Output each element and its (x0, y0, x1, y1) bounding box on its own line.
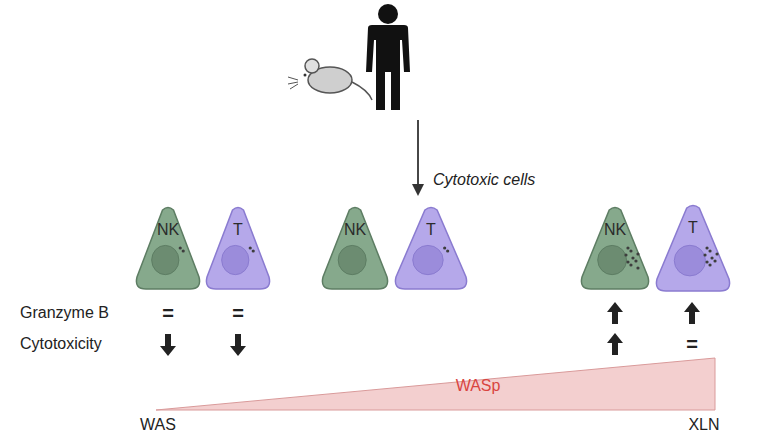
row-label: Cytotoxicity (20, 335, 102, 353)
equal-sign: = (686, 333, 698, 356)
t-cell: T (654, 203, 732, 293)
cell-label: NK (134, 205, 202, 239)
row-label: Granzyme B (20, 304, 109, 322)
wasp-label: WASp (456, 377, 501, 395)
nk-cell: NK (579, 205, 651, 291)
cell-label: NK (320, 205, 390, 239)
nk-cell: NK (134, 205, 202, 291)
equal-sign: = (232, 302, 244, 325)
cell-shape (393, 205, 469, 291)
cell-label: T (654, 203, 732, 237)
cell-shape (320, 205, 390, 291)
end-label: XLN (688, 416, 719, 434)
cell-label: T (393, 205, 469, 239)
end-label: WAS (140, 416, 176, 434)
human-icon (366, 4, 410, 110)
wasp-gradient-wedge (156, 358, 715, 410)
t-cell: T (204, 205, 272, 291)
process-label: Cytotoxic cells (433, 171, 535, 189)
down-arrow (412, 120, 424, 196)
mouse-icon (288, 59, 372, 100)
cell-shape (204, 205, 272, 291)
cell-label: T (204, 205, 272, 239)
cell-shape (579, 205, 651, 291)
cell-shape (134, 205, 202, 291)
nk-cell: NK (320, 205, 390, 291)
cell-label: NK (579, 205, 651, 239)
equal-sign: = (162, 302, 174, 325)
t-cell: T (393, 205, 469, 291)
trend-arrows (160, 302, 700, 356)
cell-shape (654, 203, 732, 293)
